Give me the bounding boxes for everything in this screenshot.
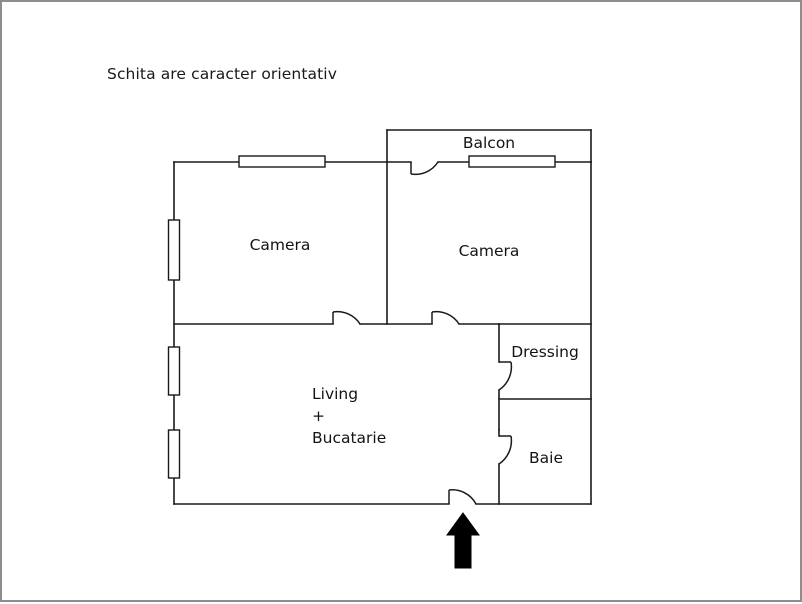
door-baie (498, 435, 513, 465)
entrance-arrow (446, 512, 480, 569)
room-labels-group: Balcon Camera Camera Dressing Baie Livin… (250, 134, 579, 467)
door-camera1 (332, 310, 361, 325)
living-line-1: Living (312, 385, 358, 403)
room-label-camera-2: Camera (459, 242, 520, 260)
door-entrance (448, 489, 477, 505)
window-camera1-top (238, 155, 326, 168)
room-label-baie: Baie (529, 449, 563, 467)
room-label-living-bucatarie: Living + Bucatarie (312, 385, 386, 447)
living-line-3: Bucatarie (312, 429, 386, 447)
door-balcon (410, 161, 439, 176)
windows-group (167, 155, 556, 479)
room-label-dressing: Dressing (511, 343, 579, 361)
window-camera1-left (167, 219, 181, 281)
room-label-balcon: Balcon (463, 134, 515, 152)
window-living-left-1 (167, 346, 181, 396)
living-line-2: + (312, 407, 325, 425)
doors-group (332, 161, 513, 505)
page-title: Schita are caracter orientativ (107, 65, 337, 83)
walls-group (173, 129, 592, 505)
door-camera2 (431, 310, 460, 325)
room-label-camera-1: Camera (250, 236, 311, 254)
window-camera2-top (468, 155, 556, 168)
window-living-left-2 (167, 429, 181, 479)
door-dressing (498, 361, 513, 391)
